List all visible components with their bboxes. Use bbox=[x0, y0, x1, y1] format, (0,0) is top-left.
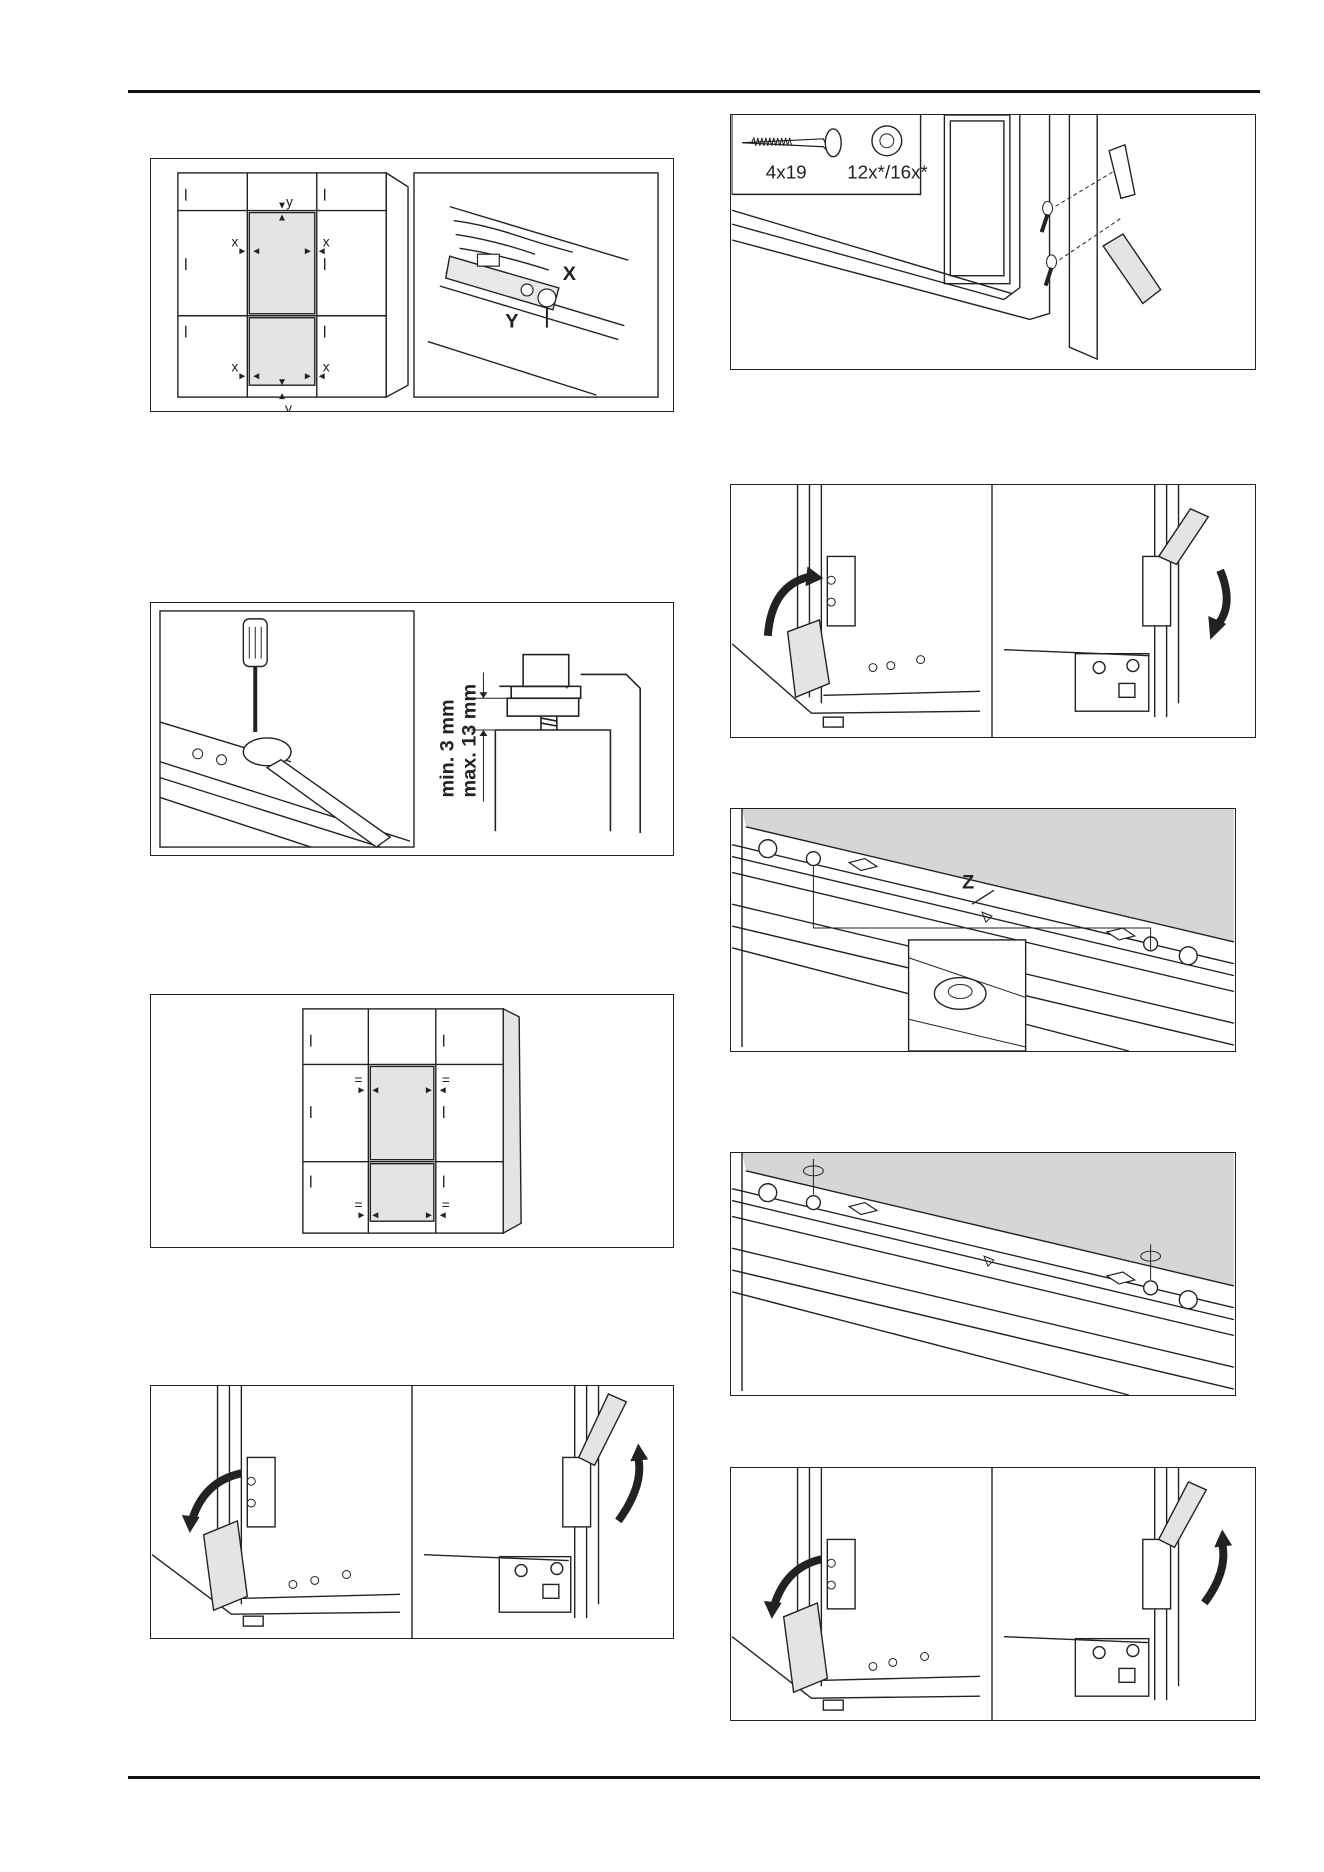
equal-label-1: = bbox=[354, 1071, 362, 1087]
gap-x-label-4: x bbox=[323, 358, 330, 374]
gap-y-bottom-label: y bbox=[285, 400, 292, 411]
header-rule bbox=[128, 90, 1260, 93]
gap-x-label-3: x bbox=[231, 358, 238, 374]
hinge-cover-right-bottom-svg bbox=[731, 1468, 1255, 1720]
figure-rail-tighten bbox=[730, 1152, 1236, 1396]
figure-hinge-cover-left bbox=[150, 1385, 674, 1639]
figure-hinge-cover-right-bottom bbox=[730, 1467, 1256, 1721]
bolt-height-svg: min. 3 mm max. 13 mm bbox=[151, 603, 673, 855]
bolt-max-label: max. 13 mm bbox=[458, 684, 480, 798]
screw-qty-label: 12x*/16x* bbox=[847, 162, 928, 183]
equal-label-2: = bbox=[442, 1071, 450, 1087]
rail-z-svg: Z bbox=[731, 809, 1235, 1051]
screws-svg: 4x19 12x*/16x* bbox=[731, 115, 1255, 369]
rail-z-label: Z bbox=[962, 871, 974, 893]
hinge-y-label: Y bbox=[505, 311, 518, 333]
hinge-x-label: X bbox=[563, 263, 577, 285]
gap-x-label-1: x bbox=[231, 233, 238, 249]
figure-equal-gap: = = = = bbox=[150, 994, 674, 1248]
equal-label-4: = bbox=[442, 1196, 450, 1212]
gap-y-top-label: y bbox=[286, 194, 293, 210]
figure-door-gap-alignment: y y x x x x X Y bbox=[150, 158, 674, 412]
figure-rail-z-adjust: Z bbox=[730, 808, 1236, 1052]
hinge-cover-right-top-svg bbox=[731, 485, 1255, 737]
equal-gap-svg: = = = = bbox=[151, 995, 673, 1247]
hinge-cover-left-svg bbox=[151, 1386, 673, 1638]
gap-diagram-svg: y y x x x x X Y bbox=[151, 159, 673, 411]
figure-hinge-cover-right-top bbox=[730, 484, 1256, 738]
figure-screws: 4x19 12x*/16x* bbox=[730, 114, 1256, 370]
equal-label-3: = bbox=[354, 1196, 362, 1212]
footer-rule bbox=[128, 1776, 1260, 1779]
figure-bolt-height: min. 3 mm max. 13 mm bbox=[150, 602, 674, 856]
screw-size-label: 4x19 bbox=[766, 162, 807, 183]
bolt-min-label: min. 3 mm bbox=[437, 699, 459, 797]
rail-tighten-svg bbox=[731, 1153, 1235, 1395]
gap-x-label-2: x bbox=[323, 233, 330, 249]
